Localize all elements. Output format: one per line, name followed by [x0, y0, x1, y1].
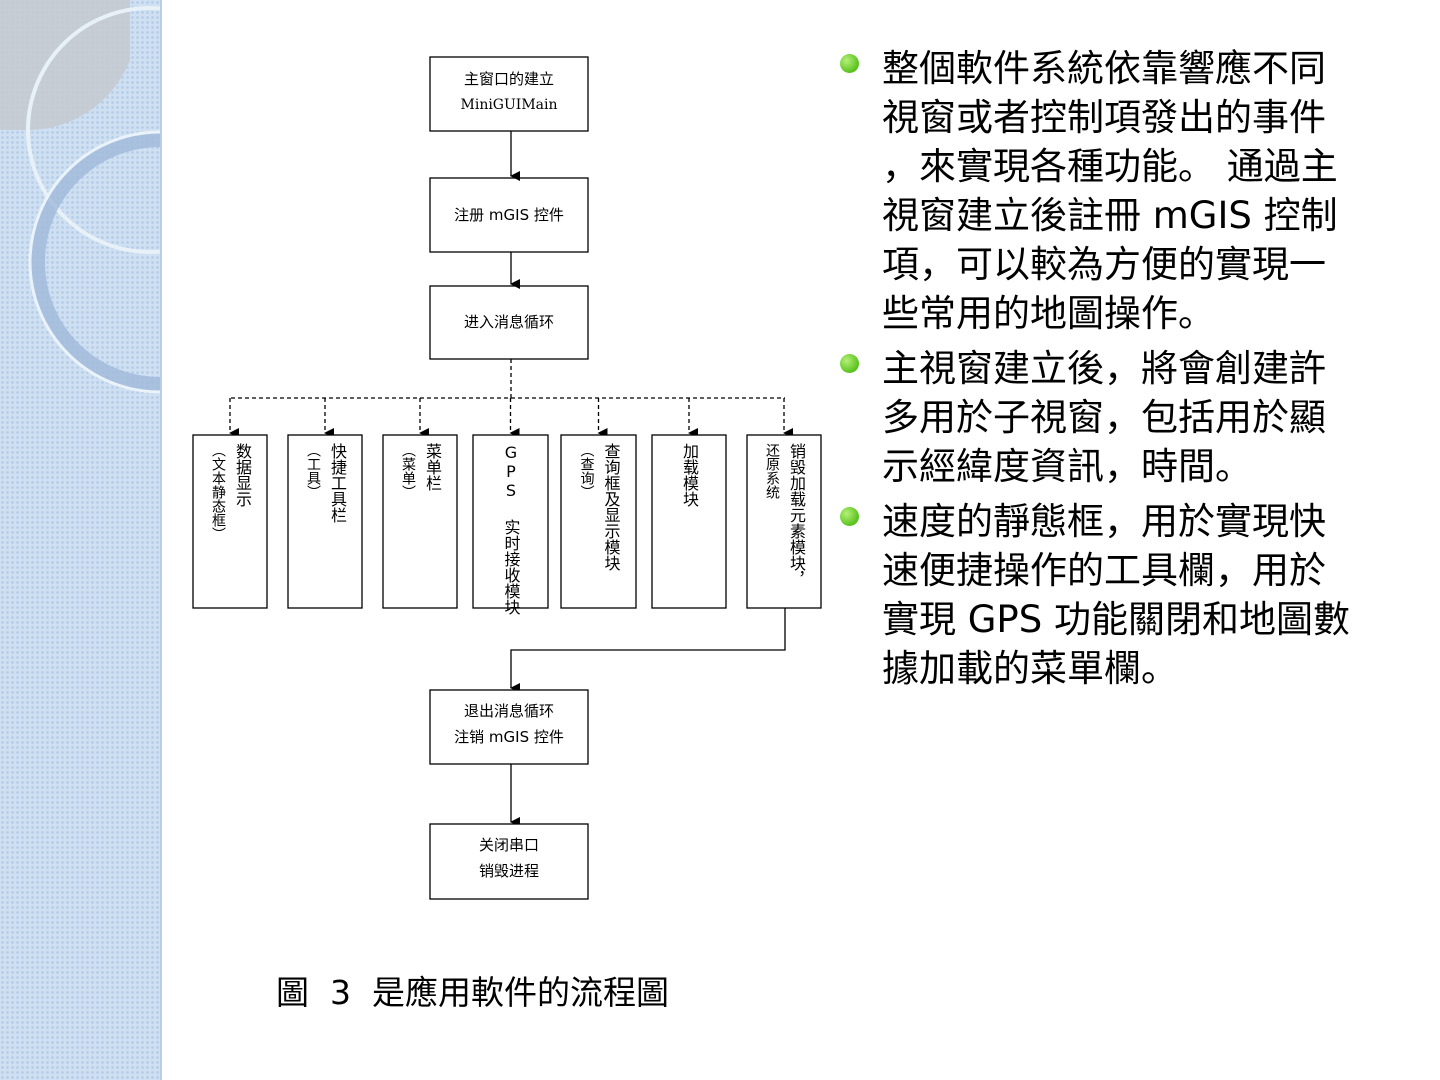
box-close-port: [429, 823, 589, 900]
label-line: 主窗口的建立: [463, 70, 554, 88]
flowchart-diagram: [192, 56, 822, 900]
module-label-text: （工具）: [305, 443, 321, 499]
module-box: [746, 434, 822, 609]
module-label: 快捷工具栏 （工具）: [288, 443, 362, 604]
module-box: [472, 434, 549, 609]
label-main-window: 主窗口的建立 MiniGUIMain: [430, 66, 588, 118]
bullet-line: 主視窗建立後，將會創建許: [882, 347, 1326, 390]
module-label-text: GPS 实时接收模块: [501, 443, 521, 615]
bullet-line: 整個軟件系統依靠響應不同: [882, 47, 1326, 90]
label-line: 注销 mGIS 控件: [454, 728, 564, 746]
module-label-text: （查询）: [578, 443, 595, 499]
module-label-text: 销毁加载元素模块，: [787, 443, 806, 587]
bullet-line: 多用於子視窗，包括用於顯: [882, 396, 1326, 439]
box-register-control: [429, 177, 589, 253]
label-register-control: 注册 mGIS 控件: [430, 202, 588, 228]
bullet-dot-icon: [840, 54, 859, 73]
module-label: GPS 实时接收模块: [473, 443, 548, 615]
label-exit-loop: 退出消息循环 注销 mGIS 控件: [430, 698, 588, 750]
module-label: 加载模块: [652, 443, 726, 604]
module-label: 菜单栏 （菜单）: [383, 443, 457, 604]
box-exit-loop: [429, 689, 589, 765]
label-line: 销毁进程: [478, 862, 539, 880]
box-main-window: [429, 56, 589, 132]
module-label-text: 数据显示: [233, 443, 252, 507]
bullet-line: 視窗或者控制項發出的事件: [882, 96, 1326, 139]
module-label-text: （菜单）: [400, 443, 416, 499]
module-label: 查询框及显示模块 （查询）: [561, 443, 636, 604]
label-enter-loop: 进入消息循环: [430, 309, 588, 335]
module-box: [560, 434, 637, 609]
bullet-line: 速度的靜態框，用於實現快: [882, 500, 1326, 543]
module-label-text: 还原系统: [764, 443, 780, 499]
bullet-line: 據加載的菜單欄。: [882, 647, 1178, 690]
bullet-line: 實現 GPS 功能關閉和地圖數: [882, 598, 1350, 641]
label-line: 进入消息循环: [463, 313, 554, 331]
label-line: 退出消息循环: [463, 702, 554, 720]
bullet-line: 速便捷操作的工具欄，用於: [882, 549, 1326, 592]
box-enter-loop: [429, 285, 589, 360]
bullet-line: 視窗建立後註冊 mGIS 控制: [882, 194, 1338, 237]
label-close-port: 关闭串口 销毁进程: [430, 832, 588, 884]
bullet-line: 示經緯度資訊，時間。: [882, 445, 1252, 488]
decorative-sidebar: [0, 0, 162, 1080]
module-label-text: 加载模块: [680, 443, 699, 507]
bullet-line: ，來實現各種功能。 通過主: [882, 145, 1338, 188]
figure-caption: 圖 3 是應用軟件的流程圖: [276, 973, 669, 1012]
module-label-text: （文本静态框）: [210, 443, 226, 541]
module-box: [192, 434, 268, 609]
bullet-list: 整個軟件系統依靠響應不同 視窗或者控制項發出的事件 ，來實現各種功能。 通過主 …: [840, 44, 1400, 699]
label-line: MiniGUIMain: [460, 97, 558, 113]
bullet-line: 些常用的地圖操作。: [882, 292, 1215, 335]
bullet-dot-icon: [840, 354, 859, 373]
module-label: 数据显示 （文本静态框）: [193, 443, 267, 604]
sidebar-rings-decoration: [0, 0, 160, 394]
module-label-text: 查询框及显示模块: [601, 443, 621, 571]
bullet-item: 主視窗建立後，將會創建許 多用於子視窗，包括用於顯 示經緯度資訊，時間。: [840, 344, 1400, 491]
bullet-item: 速度的靜態框，用於實現快 速便捷操作的工具欄，用於 實現 GPS 功能關閉和地圖…: [840, 497, 1400, 693]
module-box: [382, 434, 458, 609]
module-box: [651, 434, 727, 609]
connector-to-exit: [510, 608, 786, 693]
label-line: 关闭串口: [478, 836, 539, 854]
module-box: [287, 434, 363, 609]
module-label: 销毁加载元素模块， 还原系统: [747, 443, 821, 604]
module-label-text: 快捷工具栏: [328, 443, 347, 523]
module-label-text: 菜单栏: [423, 443, 442, 491]
label-line: 注册 mGIS 控件: [454, 206, 564, 224]
bullet-item: 整個軟件系統依靠響應不同 視窗或者控制項發出的事件 ，來實現各種功能。 通過主 …: [840, 44, 1400, 338]
bullet-line: 項，可以較為方便的實現一: [882, 243, 1326, 286]
bullet-dot-icon: [840, 507, 859, 526]
